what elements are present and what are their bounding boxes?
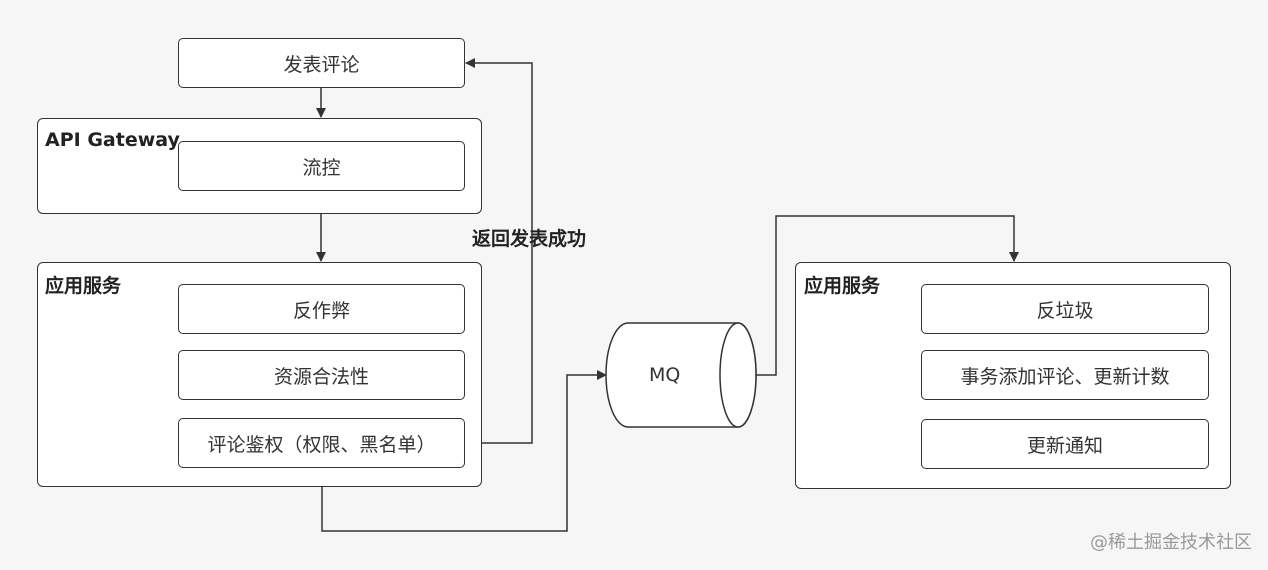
update-notification-label: 更新通知 (1026, 434, 1103, 457)
rate-limit-label: 流控 (302, 156, 341, 179)
mq-label: MQ (649, 364, 681, 386)
rate-limit-node: 流控 (178, 141, 465, 191)
transaction-add-comment-label: 事务添加评论、更新计数 (960, 365, 1170, 388)
anti-spam-label: 反垃圾 (1036, 299, 1094, 322)
update-notification-node: 更新通知 (921, 419, 1209, 469)
transaction-add-comment-node: 事务添加评论、更新计数 (921, 350, 1209, 400)
comment-auth-label: 评论鉴权（权限、黑名单） (207, 433, 436, 456)
app-service-left-title: 应用服务 (45, 275, 122, 297)
post-comment-node: 发表评论 (178, 38, 465, 88)
arrow-service-to-mq (321, 370, 607, 532)
comment-auth-node: 评论鉴权（权限、黑名单） (178, 418, 465, 468)
resource-validity-node: 资源合法性 (178, 350, 465, 400)
post-comment-label: 发表评论 (283, 53, 360, 76)
anti-spam-node: 反垃圾 (921, 284, 1209, 334)
api-gateway-title: API Gateway (45, 129, 180, 151)
watermark-text: @稀土掘金技术社区 (1090, 532, 1252, 553)
anti-cheat-node: 反作弊 (178, 284, 465, 334)
mq-cylinder (605, 322, 757, 428)
app-service-right-title: 应用服务 (804, 275, 881, 297)
resource-validity-label: 资源合法性 (273, 365, 369, 388)
return-success-label: 返回发表成功 (472, 228, 587, 250)
anti-cheat-label: 反作弊 (292, 299, 350, 322)
arrow-mq-to-service (756, 215, 1019, 376)
arrow-return-success (465, 58, 533, 444)
